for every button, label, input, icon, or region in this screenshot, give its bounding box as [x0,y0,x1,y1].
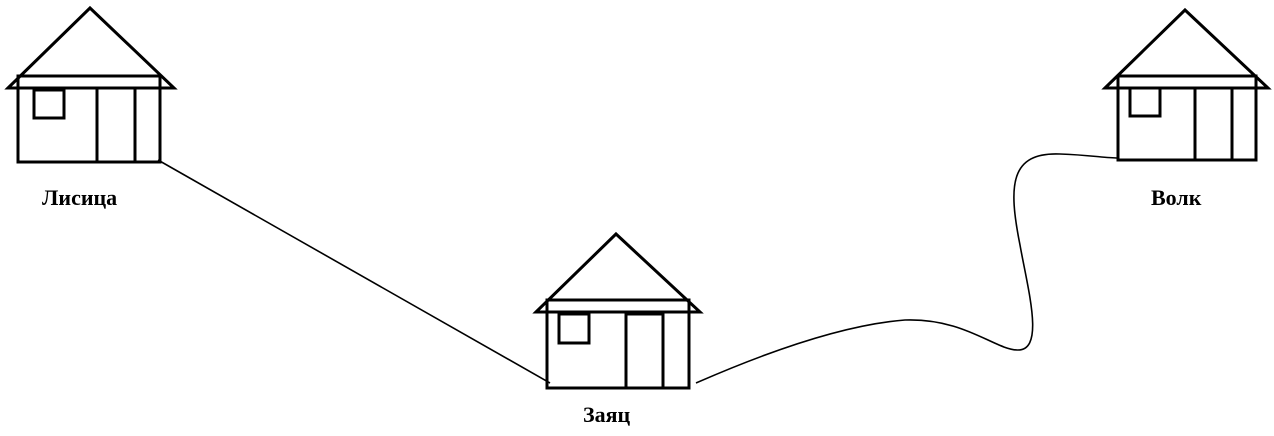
house-wolf-window [1130,88,1160,116]
path-fox-to-hare [158,160,550,383]
house-label-fox: Лисица [42,185,117,211]
house-label-wolf: Волк [1151,185,1201,211]
house-wolf-door [1195,88,1232,160]
house-fox-window [34,90,64,118]
house-hare-door [626,314,663,388]
path-hare-to-wolf [696,154,1118,383]
house-wolf [1105,10,1268,160]
house-label-hare: Заяц [583,402,630,428]
house-hare [536,234,700,388]
house-hare-window [559,314,589,343]
house-fox-door [97,88,135,162]
house-fox [8,8,174,162]
